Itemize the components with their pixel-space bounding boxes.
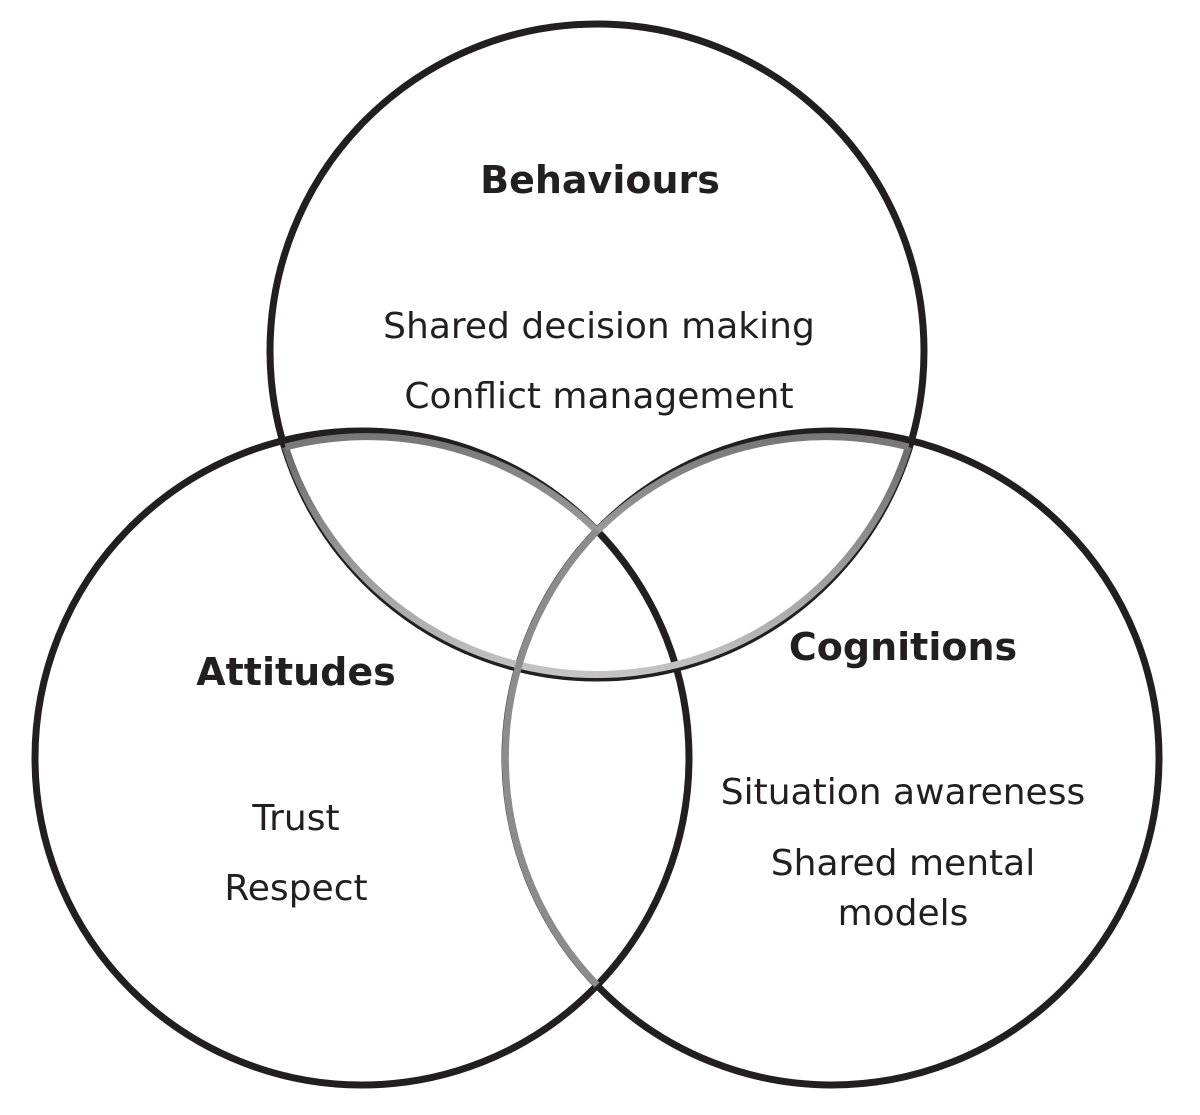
overlap-arcs [282,433,912,988]
cognitions-item-1: Situation awareness [721,772,1085,813]
behaviours-item-1: Shared decision making [383,306,815,347]
attitudes-group: Attitudes Trust Respect [196,650,396,909]
attitudes-item-2: Respect [224,868,367,909]
cognitions-item-3: models [838,893,969,934]
cognitions-title: Cognitions [789,625,1017,669]
cognitions-inner-arc [594,433,910,534]
attitudes-inner-arc [284,433,600,534]
cognitions-item-2: Shared mental [771,843,1035,884]
circle-attitudes [31,427,693,1089]
cognitions-group: Cognitions Situation awareness Shared me… [721,625,1085,934]
cognitions-left-arc [501,528,600,988]
behaviours-group: Behaviours Shared decision making Confli… [383,158,815,417]
behaviours-item-2: Conflict management [404,376,793,417]
behaviours-title: Behaviours [480,158,720,202]
attitudes-title: Attitudes [196,650,396,694]
behaviours-inner-arc [282,445,912,678]
attitudes-item-1: Trust [251,798,339,839]
